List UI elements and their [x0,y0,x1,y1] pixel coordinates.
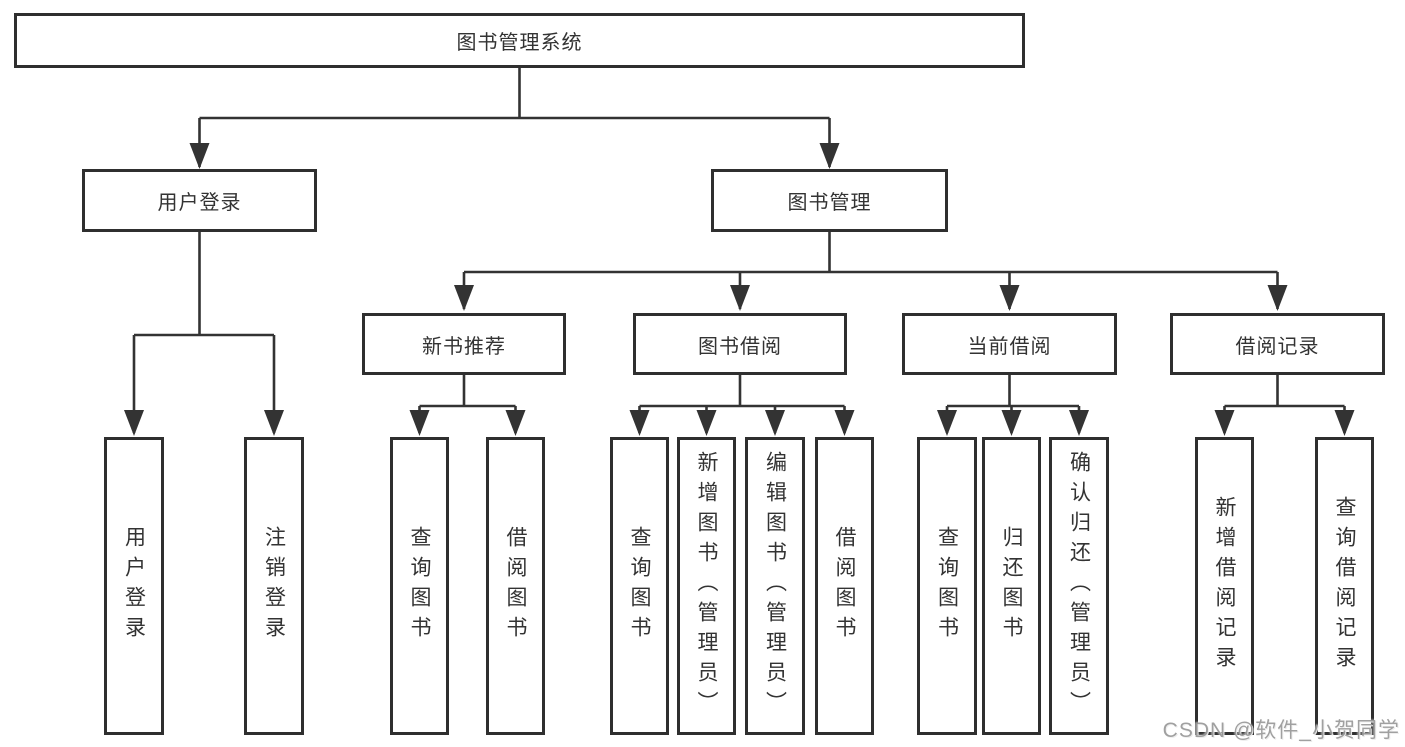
leaf-records-add-record: 新增借阅记录 [1195,437,1254,735]
node-book-management-label: 图书管理 [787,192,872,214]
leaf-current-query-books-label: 查询图书 [935,526,959,646]
node-book-borrowing-label: 图书借阅 [698,335,782,358]
leaf-records-add-record-label: 新增借阅记录 [1213,496,1236,676]
leaf-logout: 注销登录 [244,437,304,735]
node-borrowing-records-label: 借阅记录 [1235,335,1320,358]
node-user-login-label: 用户登录 [157,192,242,214]
leaf-borrowing-edit-books-admin-label: 编辑图书（管理员） [763,451,787,721]
leaf-user-login: 用户登录 [104,437,164,735]
leaf-borrowing-edit-books-admin: 编辑图书（管理员） [745,437,805,735]
leaf-current-confirm-return-admin-label: 确认归还（管理员） [1067,451,1091,721]
leaf-borrowing-query-books: 查询图书 [610,437,669,735]
leaf-borrowing-borrow-books-label: 借阅图书 [833,526,856,646]
leaf-current-return-books: 归还图书 [982,437,1041,735]
tree-connector-paths [132,68,1346,433]
leaf-borrowing-add-books-admin: 新增图书（管理员） [677,437,736,735]
node-current-borrowing-label: 当前借阅 [967,335,1052,358]
node-book-management: 图书管理 [711,169,948,232]
leaf-current-query-books: 查询图书 [917,437,977,735]
leaf-current-confirm-return-admin: 确认归还（管理员） [1049,437,1109,735]
node-new-book-recommend: 新书推荐 [362,313,566,375]
node-new-book-recommend-label: 新书推荐 [422,335,506,358]
node-user-login: 用户登录 [82,169,317,232]
leaf-recommend-borrow-books: 借阅图书 [486,437,545,735]
leaf-records-query-record: 查询借阅记录 [1315,437,1374,735]
leaf-borrowing-borrow-books: 借阅图书 [815,437,874,735]
node-root-system: 图书管理系统 [14,13,1025,68]
node-current-borrowing: 当前借阅 [902,313,1117,375]
leaf-current-return-books-label: 归还图书 [1000,526,1023,646]
leaf-recommend-query-books-label: 查询图书 [408,526,431,646]
leaf-recommend-borrow-books-label: 借阅图书 [504,526,527,646]
leaf-borrowing-query-books-label: 查询图书 [628,526,651,646]
leaf-records-query-record-label: 查询借阅记录 [1333,496,1356,676]
leaf-borrowing-add-books-admin-label: 新增图书（管理员） [695,451,718,721]
leaf-recommend-query-books: 查询图书 [390,437,449,735]
leaf-logout-label: 注销登录 [262,526,286,646]
arrowhead-icons [124,143,1355,436]
node-book-borrowing: 图书借阅 [633,313,847,375]
watermark: CSDN @软件_小贺同学 [1162,719,1400,742]
node-borrowing-records: 借阅记录 [1170,313,1385,375]
node-root-label: 图书管理系统 [456,32,583,54]
leaf-user-login-label: 用户登录 [122,526,146,646]
